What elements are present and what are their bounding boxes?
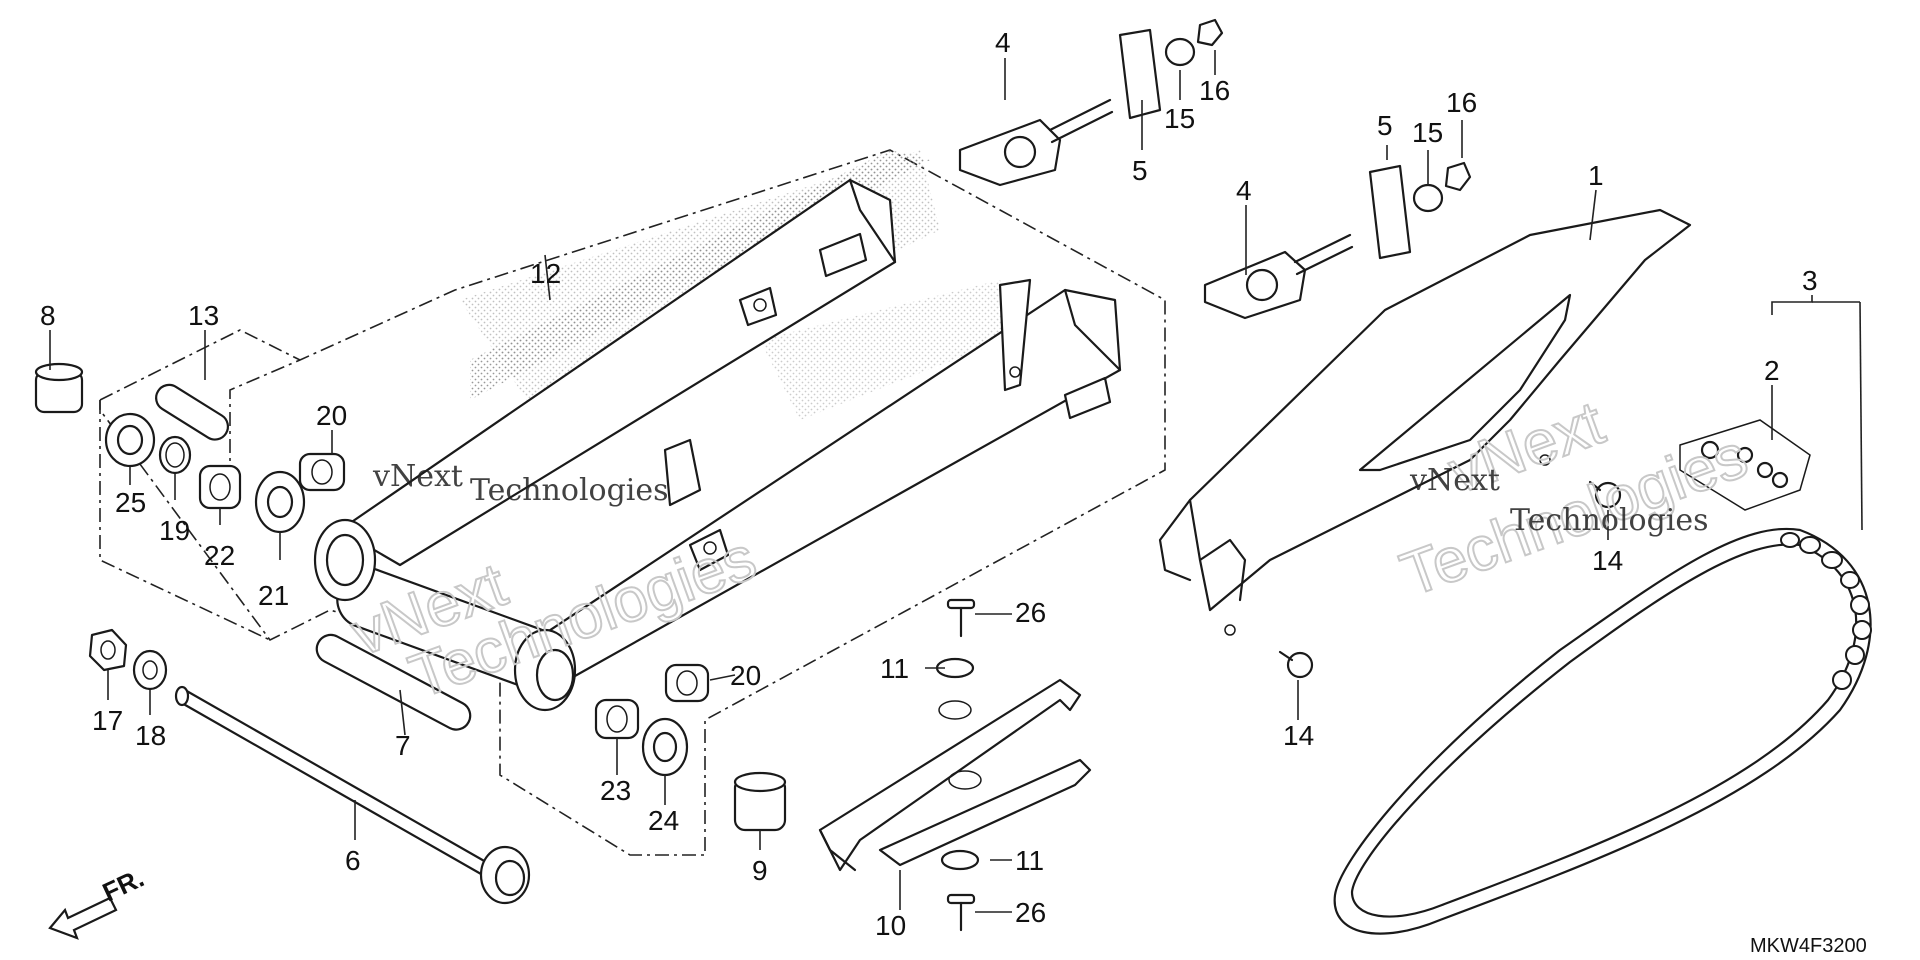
callout-23: 23 <box>600 775 631 806</box>
fasteners-center <box>935 598 980 932</box>
callouts: 1 2 3 4 4 5 5 6 7 8 9 10 11 11 12 13 14 … <box>40 27 1818 941</box>
watermark-left-label: vNext Technologies <box>372 459 669 508</box>
callout-8: 8 <box>40 300 56 331</box>
front-direction-arrow: FR. <box>48 863 149 940</box>
watermark-text: vNext <box>1409 463 1500 498</box>
callout-6: 6 <box>345 845 361 876</box>
watermark-text: Technologies <box>1510 503 1709 538</box>
chain-slider <box>818 678 1092 872</box>
callout-1: 1 <box>1588 160 1604 191</box>
callout-11: 11 <box>880 653 909 684</box>
drive-chain <box>1333 527 1872 935</box>
callout-13: 13 <box>188 300 219 331</box>
callout-7: 7 <box>395 730 411 761</box>
callout-26: 26 <box>1015 597 1046 628</box>
swingarm <box>313 150 1122 712</box>
watermark-text: vNext <box>372 459 463 494</box>
watermark-text: Technologies <box>470 473 669 508</box>
callout-14: 14 <box>1592 545 1623 576</box>
watermark-right-label: vNext Technologies <box>1409 463 1709 538</box>
callout-11: 11 <box>1015 845 1044 876</box>
callout-20: 20 <box>316 400 347 431</box>
callout-16: 16 <box>1199 75 1230 106</box>
assembly-outline <box>99 149 1166 856</box>
callout-25: 25 <box>115 487 146 518</box>
callout-14: 14 <box>1283 720 1314 751</box>
chain-adjuster-lower <box>1203 161 1472 320</box>
callout-18: 18 <box>135 720 166 751</box>
callout-4: 4 <box>1236 175 1252 206</box>
master-link <box>1679 419 1811 511</box>
callout-16: 16 <box>1446 87 1477 118</box>
callout-15: 15 <box>1164 103 1195 134</box>
callout-19: 19 <box>159 515 190 546</box>
callout-15: 15 <box>1412 117 1443 148</box>
callout-12: 12 <box>530 258 561 289</box>
chain-adjuster-upper <box>958 18 1224 187</box>
callout-5: 5 <box>1377 110 1393 141</box>
callout-22: 22 <box>204 540 235 571</box>
callout-17: 17 <box>92 705 123 736</box>
callout-3: 3 <box>1802 265 1818 296</box>
callout-5: 5 <box>1132 155 1148 186</box>
diagram-code: MKW4F3200 <box>1750 935 1867 957</box>
callout-10: 10 <box>875 910 906 941</box>
chain-case <box>1158 208 1692 679</box>
leader-lines <box>49 50 1863 913</box>
callout-2: 2 <box>1764 355 1780 386</box>
callout-21: 21 <box>258 580 289 611</box>
pivot-bolt <box>174 685 531 905</box>
callout-4: 4 <box>995 27 1011 58</box>
callout-26: 26 <box>1015 897 1046 928</box>
callout-9: 9 <box>752 855 768 886</box>
callout-20: 20 <box>730 660 761 691</box>
callout-24: 24 <box>648 805 679 836</box>
small-parts-left <box>34 362 787 832</box>
